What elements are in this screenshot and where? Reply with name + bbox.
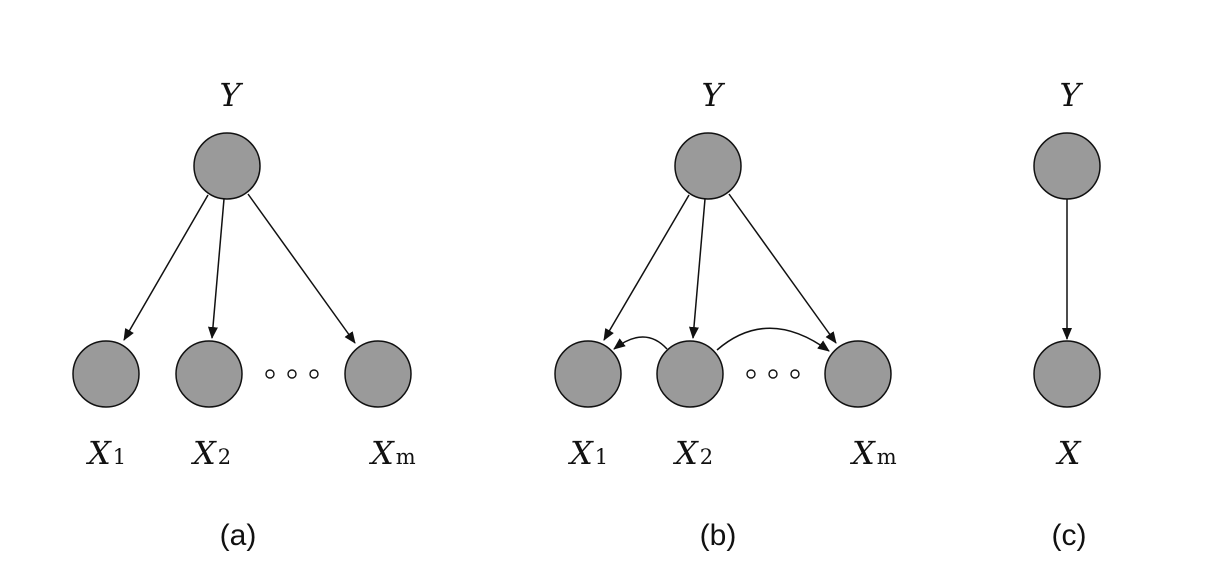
ellipsis-dot (790, 369, 800, 379)
panel-b-caption: (b) (700, 519, 737, 552)
panel-b-parent-label: Y (701, 76, 725, 114)
panel-b-label-x1: X1 (567, 434, 608, 472)
panel-b-edge-y-x1 (603, 194, 690, 341)
ellipsis-dot (265, 369, 275, 379)
panel-b-node-xm (824, 340, 892, 408)
panel-c-node-x (1033, 340, 1101, 408)
panel-c-parent-node (1033, 132, 1101, 200)
panel-b-edge-x2-xm (716, 327, 830, 352)
ellipsis-dot (309, 369, 319, 379)
panel-a-parent-label: Y (219, 76, 243, 114)
panel-b-label-xm: Xm (849, 434, 897, 472)
panel-a-edge-y-xm (247, 193, 356, 344)
panel-a: Y X1 X2 Xm (a) (72, 76, 416, 552)
panel-a-edge-y-x2 (207, 198, 225, 339)
panel-b-edge-x2-x1 (613, 336, 668, 350)
panel-c-parent-label: Y (1059, 76, 1083, 114)
panel-b-ellipsis (746, 369, 800, 379)
panel-a-node-xm (344, 340, 412, 408)
panel-b: Y X1 X2 Xm (b) (554, 76, 897, 552)
panel-c: Y X (c) (1033, 76, 1101, 552)
panel-c-caption: (c) (1052, 519, 1087, 552)
panel-a-node-x1 (72, 340, 140, 408)
panel-a-ellipsis (265, 369, 319, 379)
panel-b-node-x1 (554, 340, 622, 408)
panel-a-parent-node (193, 132, 261, 200)
panel-b-edge-y-x2 (688, 198, 706, 339)
panel-c-label-x: X (1055, 434, 1082, 472)
panel-a-node-x2 (175, 340, 243, 408)
ellipsis-dot (746, 369, 756, 379)
panel-a-edge-y-x1 (123, 194, 209, 341)
ellipsis-dot (768, 369, 778, 379)
panel-a-caption: (a) (220, 519, 257, 552)
panel-a-label-x2: X2 (190, 434, 231, 472)
panel-b-label-x2: X2 (672, 434, 713, 472)
panel-b-node-x2 (656, 340, 724, 408)
panel-a-label-xm: Xm (368, 434, 416, 472)
panel-a-label-x1: X1 (85, 434, 126, 472)
panel-b-parent-node (674, 132, 742, 200)
ellipsis-dot (287, 369, 297, 379)
panel-b-edge-y-xm (728, 193, 837, 344)
